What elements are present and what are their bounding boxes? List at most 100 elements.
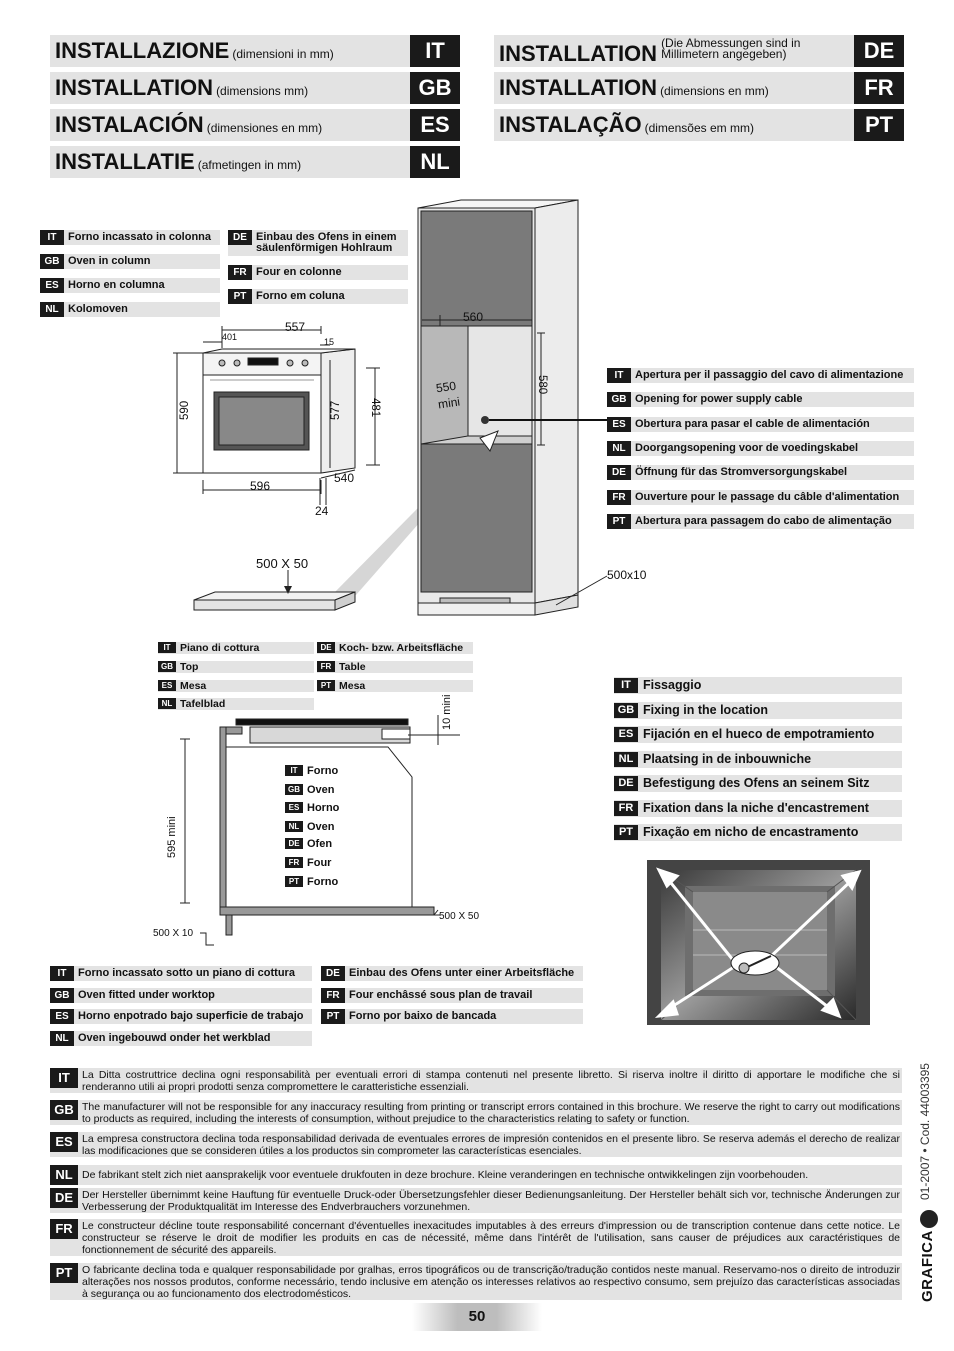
header-subtitle: (dimensioni in mm) <box>232 47 334 61</box>
language-code: DE <box>228 230 252 245</box>
header-nl: INSTALLATIE(afmetingen in mm) NL <box>50 146 460 178</box>
language-code: NL <box>40 302 64 317</box>
language-code: PT <box>321 1009 345 1024</box>
language-code: GB <box>614 703 638 718</box>
header-fr: INSTALLATION(dimensions en mm) FR <box>494 72 904 104</box>
language-code: GB <box>607 392 631 407</box>
language-code: IT <box>50 966 74 981</box>
language-code: NL <box>285 821 303 832</box>
language-code: PT <box>614 825 638 840</box>
dim-590: 590 <box>179 400 191 420</box>
column-cabinet-drawing <box>417 199 608 616</box>
dim-wt-500x50: 500 X 50 <box>439 911 480 922</box>
language-code: PT <box>854 109 904 141</box>
language-code: GB <box>410 72 460 104</box>
language-code: DE <box>321 966 345 981</box>
dim-10-mini: 10 mini <box>441 694 453 730</box>
header-pt: INSTALAÇÃO(dimensões em mm) PT <box>494 109 904 141</box>
language-code: PT <box>50 1263 78 1283</box>
language-code: FR <box>614 801 638 816</box>
dim-550: 550 <box>435 378 457 396</box>
header-title: INSTALLATION <box>499 75 658 100</box>
logo-badge-icon <box>920 1210 938 1228</box>
language-code: PT <box>317 680 335 691</box>
header-subtitle: (dimensions mm) <box>216 84 309 98</box>
language-code: NL <box>158 698 176 709</box>
language-code: IT <box>614 678 638 693</box>
language-code: GB <box>285 784 303 795</box>
language-code: GB <box>50 1100 78 1120</box>
header-title: INSTALAÇÃO <box>499 112 642 137</box>
language-code: IT <box>158 642 176 653</box>
language-code: GB <box>40 254 64 269</box>
language-code: IT <box>285 765 303 776</box>
language-code: NL <box>614 752 638 767</box>
language-code: ES <box>40 278 64 293</box>
language-code: FR <box>607 490 631 505</box>
dim-15: 15 <box>324 337 335 347</box>
dim-481: 481 <box>369 398 381 418</box>
header-subtitle: (afmetingen in mm) <box>197 158 302 172</box>
logo-text: GRAFICA <box>919 1230 936 1302</box>
language-code: ES <box>285 802 303 813</box>
language-code: NL <box>410 146 460 178</box>
language-code: FR <box>317 661 335 672</box>
language-code: PT <box>228 289 252 304</box>
header-title: INSTALLAZIONE <box>55 38 230 63</box>
language-code: IT <box>607 368 631 383</box>
document-code: 01-2007 • Cod. 44003395 <box>918 1063 932 1200</box>
language-code: PT <box>285 876 303 887</box>
page-number-bar: 50 <box>412 1303 542 1331</box>
header-it: INSTALLAZIONE(dimensioni in mm) IT <box>50 35 460 67</box>
dim-596: 596 <box>250 479 271 493</box>
language-code: DE <box>285 838 303 849</box>
dim-500x10: 500x10 <box>607 568 647 582</box>
language-code: NL <box>50 1031 74 1046</box>
grafica-logo: GRAFICA <box>918 1210 940 1305</box>
language-code: GB <box>158 661 176 672</box>
language-code: FR <box>50 1219 78 1239</box>
header-title: INSTALLATION <box>55 75 214 100</box>
language-code: ES <box>158 680 176 691</box>
header-gb: INSTALLATION(dimensions mm) GB <box>50 72 460 104</box>
language-code: ES <box>614 727 638 742</box>
header-subtitle-line2: Millimetern angegeben) <box>661 47 787 61</box>
language-code: IT <box>410 35 460 67</box>
page-number: 50 <box>468 1308 486 1325</box>
language-code: ES <box>50 1132 78 1152</box>
